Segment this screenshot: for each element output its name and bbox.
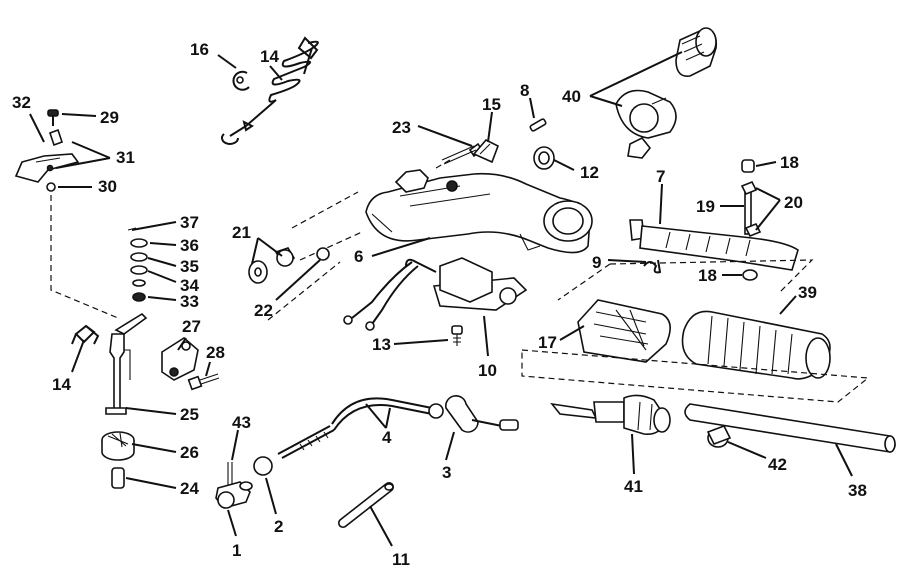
part-bushing-18-bottom [742, 269, 758, 281]
part-ball-2 [253, 456, 273, 476]
part-lever-plate [14, 128, 80, 183]
callout-20: 20 [784, 193, 803, 212]
callout-23: 23 [392, 118, 411, 137]
callout-2: 2 [274, 517, 283, 536]
callout-32: 32 [12, 93, 31, 112]
callout-40: 40 [562, 87, 581, 106]
part-screw-29 [47, 109, 59, 126]
part-block-20a [740, 180, 758, 196]
part-bushing-18-top [741, 159, 755, 173]
part-gear-26 [101, 431, 135, 461]
callout-33: 33 [180, 292, 199, 311]
assembly-frame-bottom [521, 349, 870, 403]
part-screw-13 [451, 325, 463, 346]
part-cap-42 [706, 424, 732, 448]
callout-43: 43 [232, 413, 251, 432]
callout-15: 15 [482, 95, 501, 114]
part-washer-21 [248, 247, 296, 284]
assembly-frame-top [557, 259, 814, 301]
callout-39: 39 [798, 283, 817, 302]
part-ball-joint [215, 462, 253, 509]
callout-36: 36 [180, 236, 199, 255]
part-throttle-41 [550, 394, 671, 435]
callout-21: 21 [232, 223, 251, 242]
callout-22: 22 [254, 301, 273, 320]
callout-10: 10 [478, 361, 497, 380]
part-cable-4 [277, 397, 444, 459]
part-washer-30 [46, 182, 56, 192]
part-pin-24 [111, 467, 125, 489]
part-bolt-28 [187, 373, 220, 391]
part-e-clip [232, 70, 250, 91]
callout-11: 11 [392, 550, 410, 569]
callout-14-left: 14 [52, 375, 71, 394]
part-clip-15 [472, 139, 500, 164]
callout-28: 28 [206, 343, 225, 362]
callout-12: 12 [580, 163, 599, 182]
assembly-line-left [50, 195, 119, 319]
leader-lines [29, 51, 853, 547]
callout-37: 37 [180, 213, 199, 232]
callout-1: 1 [232, 541, 241, 560]
part-grip-39 [681, 310, 831, 380]
part-shaft-7 [629, 219, 799, 271]
callout-35: 35 [180, 257, 199, 276]
part-spring-clip [71, 324, 100, 345]
callout-4: 4 [382, 428, 392, 447]
callout-3: 3 [442, 463, 451, 482]
part-pin-8 [529, 118, 547, 132]
callout-13: 13 [372, 335, 391, 354]
callout-24: 24 [180, 479, 199, 498]
callout-27: 27 [182, 317, 201, 336]
callout-26: 26 [180, 443, 199, 462]
callout-17: 17 [538, 333, 557, 352]
callout-38: 38 [848, 481, 867, 500]
part-nut-22 [316, 247, 330, 261]
callout-31: 31 [116, 148, 135, 167]
part-spring-9 [643, 259, 662, 274]
callout-18-top: 18 [780, 153, 799, 172]
callout-18-bottom: 18 [698, 266, 717, 285]
callout-19: 19 [696, 197, 715, 216]
callout-labels: 16 14 32 29 31 30 37 36 35 34 33 27 28 1… [12, 40, 867, 569]
callout-29: 29 [100, 108, 119, 127]
part-bracket-27 [161, 337, 199, 381]
part-nut-33 [132, 292, 146, 302]
assembly-line-bolt [435, 159, 451, 169]
assembly-line-housing [267, 191, 363, 321]
part-switch-10 [343, 257, 528, 331]
part-bushing-12 [533, 146, 555, 170]
part-rod-11 [337, 481, 395, 529]
part-tiller-housing [365, 169, 593, 254]
callout-34: 34 [180, 276, 199, 295]
callout-9: 9 [592, 253, 601, 272]
part-linkage-rod [105, 312, 148, 415]
callout-6: 6 [354, 247, 363, 266]
part-coiled-lanyard [221, 36, 319, 145]
callout-14-top: 14 [260, 47, 279, 66]
callout-30: 30 [98, 177, 117, 196]
part-tube-38 [684, 403, 896, 453]
callout-41: 41 [624, 477, 643, 496]
part-block-20b [744, 222, 762, 238]
part-cable-end-3 [445, 395, 519, 433]
part-washer-stack [127, 227, 148, 287]
callout-25: 25 [180, 405, 199, 424]
callout-8: 8 [520, 81, 529, 100]
callout-42: 42 [768, 455, 787, 474]
callout-16: 16 [190, 40, 209, 59]
part-throttle-assembly-40 [615, 27, 718, 159]
part-grip-core-17 [577, 299, 671, 363]
callout-7: 7 [656, 167, 665, 186]
